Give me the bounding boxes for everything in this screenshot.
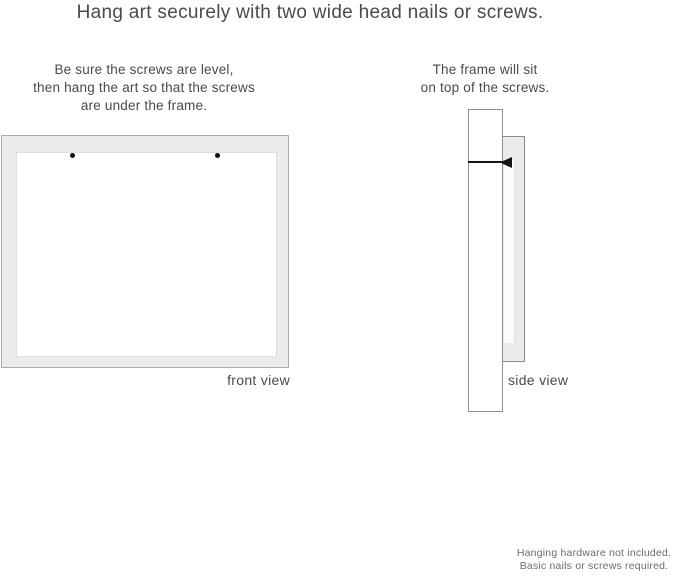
front-caption-line-2: then hang the art so that the screws — [33, 80, 255, 95]
page-title: Hang art securely with two wide head nai… — [76, 2, 544, 23]
side-view-label: side view — [508, 372, 569, 388]
front-view-label: front view — [227, 372, 290, 388]
nail-head-icon — [502, 157, 512, 168]
front-caption-line-3: are under the frame. — [80, 98, 208, 113]
footer-line-2: Basic nails or screws required. — [519, 559, 669, 572]
side-caption-line-1: The frame will sit — [432, 62, 538, 77]
side-view-frame-recess — [504, 159, 515, 343]
right-screw-dot — [215, 153, 220, 158]
side-view-caption: The frame will sit on top of the screws. — [385, 61, 585, 97]
nail-shaft — [468, 161, 505, 163]
footer-line-1: Hanging hardware not included. — [516, 547, 672, 559]
footer-note: Hanging hardware not included. Basic nai… — [494, 547, 679, 572]
front-view-caption: Be sure the screws are level, then hang … — [14, 61, 274, 115]
side-view-wall — [468, 109, 503, 412]
left-screw-dot — [70, 153, 75, 158]
side-caption-line-2: on top of the screws. — [420, 80, 550, 95]
front-caption-line-1: Be sure the screws are level, — [54, 62, 234, 77]
front-view-artwork-area — [16, 152, 277, 357]
